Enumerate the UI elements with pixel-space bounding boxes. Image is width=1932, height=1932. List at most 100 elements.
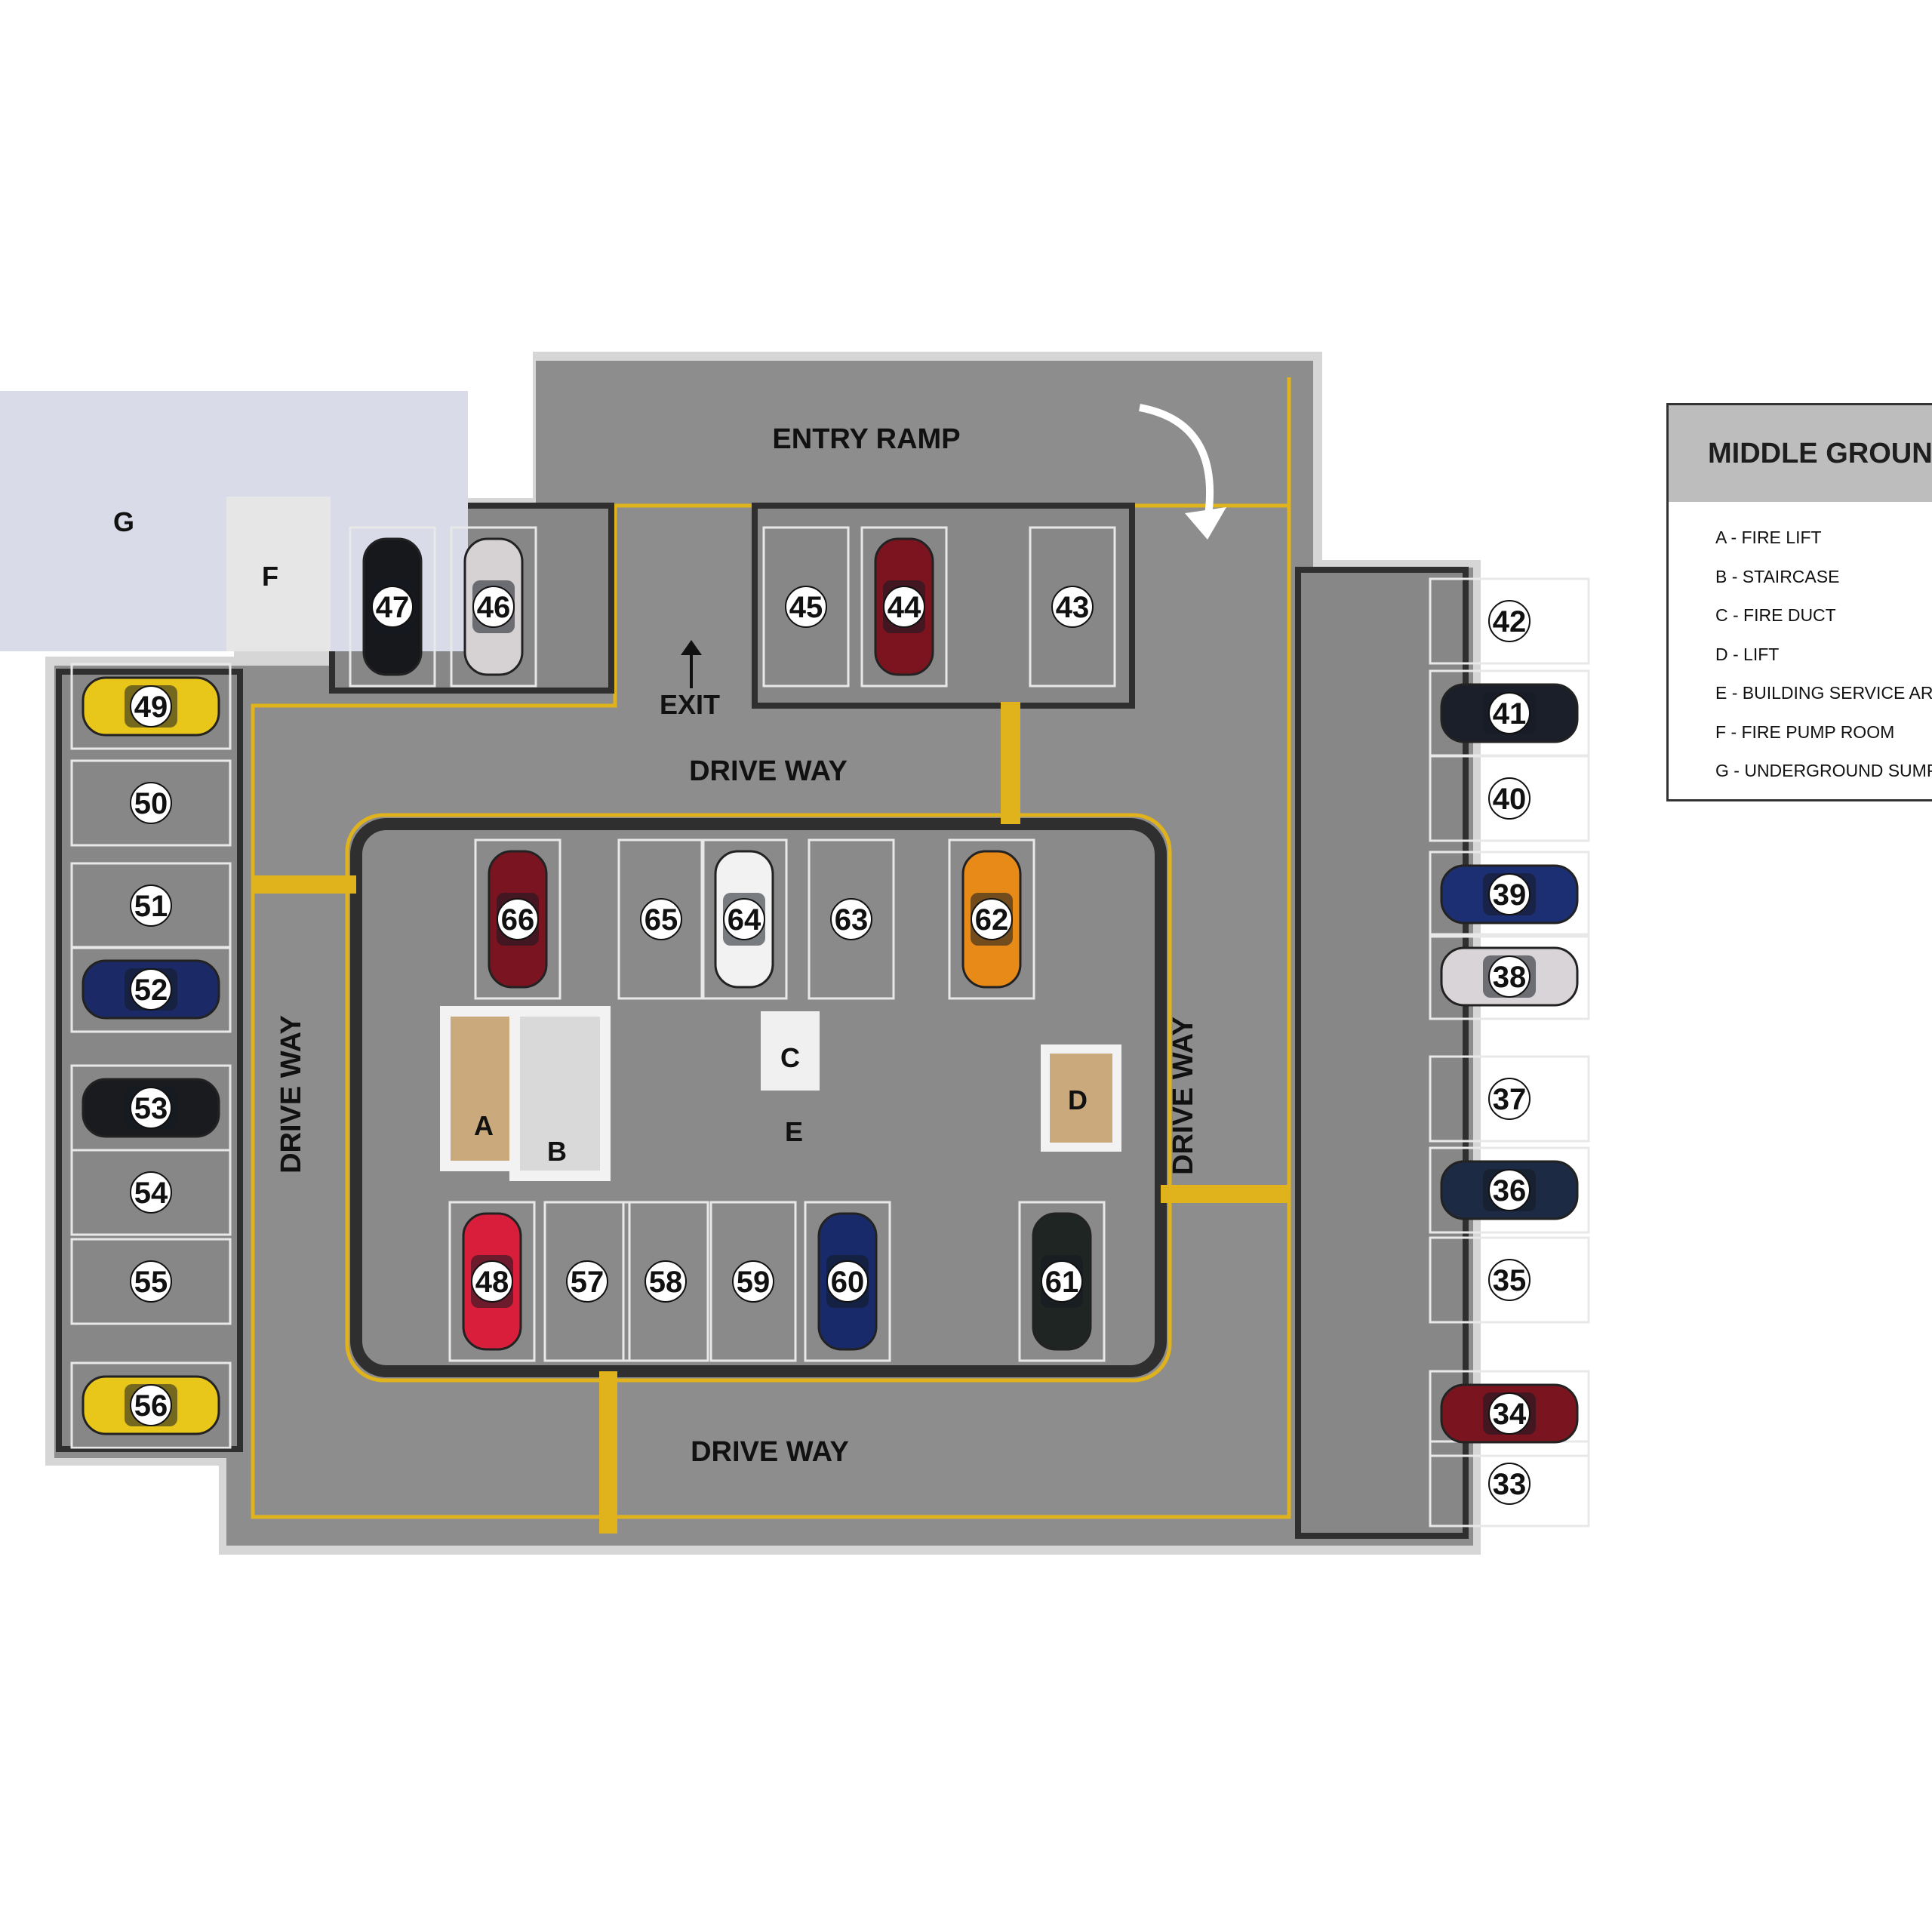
space-number-badge xyxy=(130,968,172,1011)
parking-space-63: 63 xyxy=(808,838,895,1000)
label-drive-way-bottom: DRIVE WAY xyxy=(691,1436,849,1468)
space-number-badge xyxy=(971,898,1013,940)
parking-space-36: 36 xyxy=(1429,1146,1590,1234)
space-number-badge xyxy=(1488,1392,1531,1435)
stall-outline xyxy=(622,1201,709,1362)
stall-outline xyxy=(543,1201,631,1362)
space-number: 44 xyxy=(888,591,921,624)
block-c xyxy=(761,1011,820,1091)
space-number: 39 xyxy=(1493,878,1527,912)
label-drive-way-left: DRIVE WAY xyxy=(275,1015,307,1174)
legend-item-d: D - LIFT xyxy=(1715,644,1780,664)
space-number-badge xyxy=(1488,600,1531,642)
stall-outline xyxy=(349,526,436,688)
space-number-badge xyxy=(130,1171,172,1214)
parking-space-52: 52 xyxy=(70,946,232,1033)
parking-space-55: 55 xyxy=(70,1238,232,1325)
space-number-badge xyxy=(785,586,827,628)
label-entry-ramp: ENTRY RAMP xyxy=(772,423,960,455)
space-number: 58 xyxy=(649,1266,683,1299)
space-number: 45 xyxy=(789,591,823,624)
space-number: 57 xyxy=(571,1266,605,1299)
stall-outline xyxy=(70,1238,232,1325)
parking-spaces: 3334353637383940414243444546474849505152… xyxy=(70,526,1590,1527)
parking-space-46: 46 xyxy=(450,526,537,688)
space-number: 52 xyxy=(134,974,168,1007)
parking-space-42: 42 xyxy=(1429,577,1590,665)
legend-item-b: B - STAIRCASE xyxy=(1715,566,1840,586)
label-exit: EXIT xyxy=(660,689,720,720)
parking-space-44: 44 xyxy=(860,526,948,688)
space-number: 46 xyxy=(477,591,511,624)
space-number-badge xyxy=(130,1384,172,1426)
space-number-badge xyxy=(1488,1259,1531,1301)
stall-outline xyxy=(1429,851,1590,938)
central-island-lane-line xyxy=(345,813,1172,1383)
space-number-badge xyxy=(566,1260,608,1303)
space-number-badge xyxy=(130,782,172,824)
central-island xyxy=(350,818,1167,1377)
legend-list: A - FIRE LIFT B - STAIRCASE C - FIRE DUC… xyxy=(1669,502,1932,791)
space-number-badge xyxy=(1488,777,1531,820)
space-number-badge xyxy=(1488,692,1531,734)
stall-outline xyxy=(70,663,232,750)
space-number-badge xyxy=(130,1260,172,1303)
label-drive-way-top: DRIVE WAY xyxy=(689,755,848,787)
space-number: 50 xyxy=(134,787,168,820)
stall-outline xyxy=(70,759,232,847)
space-number-badge xyxy=(723,898,765,940)
stall-outline xyxy=(804,1201,891,1362)
stall-outline xyxy=(948,838,1035,1000)
stall-outline xyxy=(1429,1370,1590,1457)
space-number: 41 xyxy=(1493,697,1527,731)
space-number: 49 xyxy=(134,691,168,724)
space-number-badge xyxy=(640,898,682,940)
block-a xyxy=(440,1006,520,1171)
space-number: 33 xyxy=(1493,1468,1527,1501)
parking-space-41: 41 xyxy=(1429,669,1590,757)
parking-space-62: 62 xyxy=(948,838,1035,1000)
stall-outline xyxy=(808,838,895,1000)
stall-outline xyxy=(1429,577,1590,665)
space-number: 63 xyxy=(835,903,869,937)
space-number: 56 xyxy=(134,1389,168,1423)
space-number-badge xyxy=(471,1260,513,1303)
label-drive-way-right: DRIVE WAY xyxy=(1168,1017,1199,1175)
stall-outline xyxy=(762,526,850,688)
stall-outline xyxy=(617,838,705,1000)
stall-outline xyxy=(1018,1201,1106,1362)
space-number-badge xyxy=(130,884,172,927)
stall-outline xyxy=(1429,669,1590,757)
stall-outline xyxy=(709,1201,797,1362)
label-block-b: B xyxy=(547,1136,567,1167)
space-number-badge xyxy=(1488,1078,1531,1120)
space-number: 37 xyxy=(1493,1083,1527,1116)
legend-title: MIDDLE GROUND xyxy=(1669,405,1932,502)
parking-space-43: 43 xyxy=(1029,526,1116,688)
space-number: 62 xyxy=(975,903,1009,937)
label-block-c: C xyxy=(780,1042,800,1073)
space-number: 64 xyxy=(728,903,761,937)
space-number: 60 xyxy=(831,1266,865,1299)
parking-space-34: 34 xyxy=(1429,1370,1590,1457)
space-number: 53 xyxy=(134,1092,168,1125)
legend-item-c: C - FIRE DUCT xyxy=(1715,605,1836,625)
block-d xyxy=(1041,1044,1121,1152)
space-number: 43 xyxy=(1056,591,1090,624)
parking-space-48: 48 xyxy=(448,1201,536,1362)
parking-space-60: 60 xyxy=(804,1201,891,1362)
space-number: 59 xyxy=(737,1266,771,1299)
space-number: 48 xyxy=(475,1266,509,1299)
space-number-badge xyxy=(1488,955,1531,998)
space-number-badge xyxy=(830,898,872,940)
space-number-badge xyxy=(1488,1463,1531,1505)
space-number: 65 xyxy=(645,903,678,937)
space-number: 34 xyxy=(1493,1398,1527,1431)
space-number: 38 xyxy=(1493,961,1527,994)
space-number: 42 xyxy=(1493,605,1527,638)
legend-item-f: F - FIRE PUMP ROOM xyxy=(1715,721,1895,742)
space-number-badge xyxy=(1488,1169,1531,1211)
legend-panel: MIDDLE GROUND A - FIRE LIFT B - STAIRCAS… xyxy=(1666,403,1932,801)
space-number-badge xyxy=(371,586,414,628)
